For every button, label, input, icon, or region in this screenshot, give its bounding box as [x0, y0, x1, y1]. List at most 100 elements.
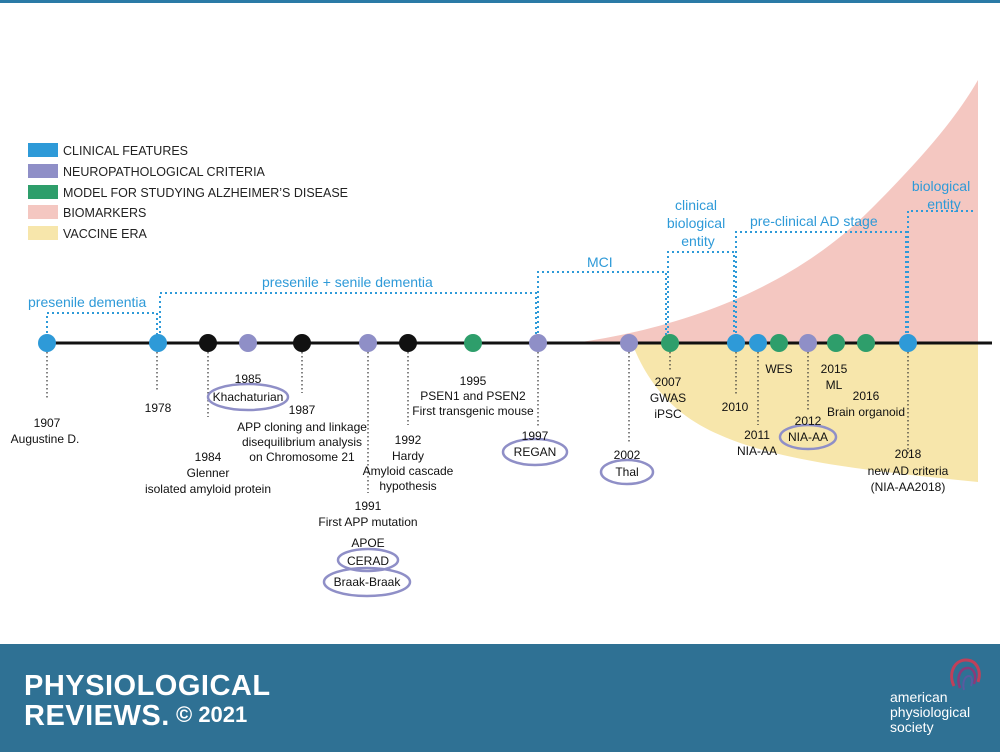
event-text-2012: NIA-AA: [788, 430, 828, 444]
event-text-1987-3: on Chromosome 21: [249, 450, 355, 464]
event-year-1985: 1985: [235, 372, 262, 386]
legend-swatch-model: [28, 185, 58, 199]
oval-nia-aa-2012: [778, 423, 838, 451]
event-text-1992-3: hypothesis: [379, 479, 436, 493]
event-text-2016: Brain organoid: [827, 405, 905, 419]
era-label-clinical-3: entity: [681, 233, 714, 249]
event-text-1984-1: Glenner: [187, 466, 230, 480]
dot-1907: [38, 334, 56, 352]
event-text-2011: NIA-AA: [737, 444, 777, 458]
legend-label-biomarkers: BIOMARKERS: [63, 206, 146, 220]
dot-2012: [799, 334, 817, 352]
event-year-2010: 2010: [722, 400, 749, 414]
event-year-1987: 1987: [289, 403, 316, 417]
criteria-ovals: [206, 382, 838, 598]
era-labels: presenile dementia presenile + senile de…: [28, 178, 970, 310]
era-label-presenile: presenile dementia: [28, 294, 147, 310]
timeline-diagram: CLINICAL FEATURES NEUROPATHOLOGICAL CRIT…: [11, 80, 992, 598]
event-text-1991-3: CERAD: [347, 554, 389, 568]
vaccine-era-area: [632, 343, 978, 482]
event-text-1907: Augustine D.: [11, 432, 80, 446]
event-labels: 1907 Augustine D. 1978 1984 Glenner isol…: [11, 362, 949, 589]
event-text-2002: Thal: [615, 465, 638, 479]
legend-swatch-neuro: [28, 164, 58, 178]
dot-2015: [827, 334, 845, 352]
dot-2011: [749, 334, 767, 352]
era-label-clinical-1: clinical: [675, 197, 717, 213]
legend-swatch-vaccine: [28, 226, 58, 240]
event-year-1997: 1997: [522, 429, 549, 443]
event-text-2007-2: iPSC: [654, 407, 682, 421]
society-name: american physiological society: [890, 690, 990, 735]
society-logo-icon: [950, 658, 981, 691]
event-text-2018-2: (NIA-AA2018): [871, 480, 946, 494]
event-year-1991: 1991: [355, 499, 382, 513]
dot-2007: [661, 334, 679, 352]
event-year-1995: 1995: [460, 374, 487, 388]
era-label-biological-1: biological: [912, 178, 970, 194]
era-label-clinical-2: biological: [667, 215, 725, 231]
dot-1978: [149, 334, 167, 352]
bracket-preclinical: [735, 231, 907, 343]
event-year-2015: 2015: [821, 362, 848, 376]
oval-khachaturian: [206, 382, 290, 412]
event-text-1991-2: APOE: [351, 536, 384, 550]
bracket-presenile-senile: [159, 292, 537, 343]
event-year-2002: 2002: [614, 448, 641, 462]
event-year-2011: 2011: [744, 428, 770, 442]
journal-title-line1: PHYSIOLOGICAL: [24, 670, 271, 702]
event-text-1985: Khachaturian: [213, 390, 284, 404]
legend-label-vaccine: VACCINE ERA: [63, 227, 147, 241]
event-dots: [38, 334, 917, 352]
dot-1984: [199, 334, 217, 352]
event-text-2018-1: new AD criteria: [868, 464, 949, 478]
dot-1992: [399, 334, 417, 352]
legend-label-clinical: CLINICAL FEATURES: [63, 144, 188, 158]
event-year-1978: 1978: [145, 401, 172, 415]
era-label-biological-2: entity: [927, 196, 960, 212]
dot-2016: [857, 334, 875, 352]
connectors: [46, 352, 909, 493]
bracket-presenile: [46, 312, 158, 343]
top-border: [0, 0, 1000, 3]
event-year-2016: 2016: [853, 389, 880, 403]
legend-label-model: MODEL FOR STUDYING ALZHEIMER’S DISEASE: [63, 186, 348, 200]
era-label-presenile-senile: presenile + senile dementia: [262, 274, 433, 290]
era-brackets: [46, 210, 975, 343]
footer-band: PHYSIOLOGICAL REVIEWS. © 2021 american p…: [0, 644, 1000, 752]
bracket-mci: [537, 271, 667, 343]
event-text-1987-1: APP cloning and linkage: [237, 420, 367, 434]
dot-1997: [529, 334, 547, 352]
dot-2002: [620, 334, 638, 352]
event-text-1991-1: First APP mutation: [318, 515, 417, 529]
copyright-text: © 2021: [176, 702, 248, 727]
event-text-1987-2: disequilibrium analysis: [242, 435, 362, 449]
dot-1991: [359, 334, 377, 352]
event-year-2012: 2012: [795, 414, 822, 428]
event-text-1992-1: Hardy: [392, 449, 424, 463]
biomarkers-area: [575, 80, 978, 343]
event-year-1992: 1992: [395, 433, 422, 447]
legend-swatch-biomarkers: [28, 205, 58, 219]
era-label-mci: MCI: [587, 254, 613, 270]
event-year-2007: 2007: [655, 375, 682, 389]
event-text-wes: WES: [765, 362, 792, 376]
dot-1987: [293, 334, 311, 352]
event-text-1995-1: PSEN1 and PSEN2: [420, 389, 526, 403]
legend-swatch-clinical: [28, 143, 58, 157]
bracket-clinical-biological: [667, 251, 735, 343]
event-text-2007-1: GWAS: [650, 391, 686, 405]
dot-2010: [727, 334, 745, 352]
society-name-line2: physiological: [890, 704, 971, 720]
event-year-2018: 2018: [895, 447, 922, 461]
era-label-preclinical: pre-clinical AD stage: [750, 213, 878, 229]
society-name-line1: american: [890, 689, 948, 705]
dot-1985: [239, 334, 257, 352]
oval-regan: [501, 437, 569, 467]
legend-label-neuro: NEUROPATHOLOGICAL CRITERIA: [63, 165, 266, 179]
bracket-biological: [907, 210, 975, 343]
society-name-line3: society: [890, 719, 934, 735]
journal-title-line2: REVIEWS.: [24, 700, 170, 732]
event-text-1997: REGAN: [514, 445, 557, 459]
oval-braak: [322, 566, 412, 598]
